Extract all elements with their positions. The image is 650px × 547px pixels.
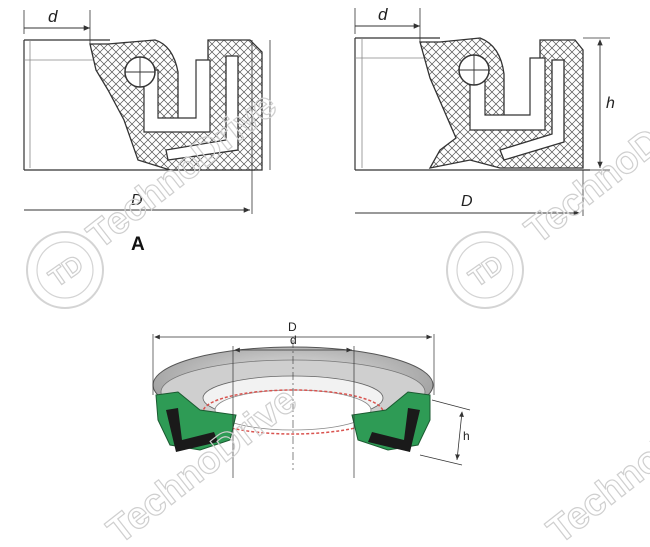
seal-a-metal-insert xyxy=(165,55,239,161)
figure-b-cross-section: d h D xyxy=(354,5,615,216)
figure-3d-label-D: D xyxy=(288,320,297,334)
watermark-logo-right: TD xyxy=(446,231,524,309)
svg-text:TD: TD xyxy=(43,248,89,292)
seal-b-metal-insert xyxy=(499,59,565,161)
figure-b-label-d: d xyxy=(378,5,388,24)
seal-3d-view: D d h xyxy=(152,320,471,478)
figure-a-label-D: D xyxy=(131,192,143,209)
figure-3d-label-h: h xyxy=(463,429,470,443)
figure-3d-label-d: d xyxy=(290,333,297,347)
figure-a-label-d: d xyxy=(48,7,58,26)
figure-b-label-h: h xyxy=(606,95,615,112)
figure-a-caption: A xyxy=(131,234,145,255)
watermark-logo-left: TD xyxy=(26,231,104,309)
figure-a-cross-section: d D A xyxy=(23,7,271,255)
svg-text:TD: TD xyxy=(463,248,509,292)
seal-3d-right-insert xyxy=(368,408,420,452)
seal-3d-left-insert xyxy=(166,408,218,452)
watermark-text-4: TechnoDrive xyxy=(540,379,650,547)
figure-b-label-D: D xyxy=(461,193,473,210)
